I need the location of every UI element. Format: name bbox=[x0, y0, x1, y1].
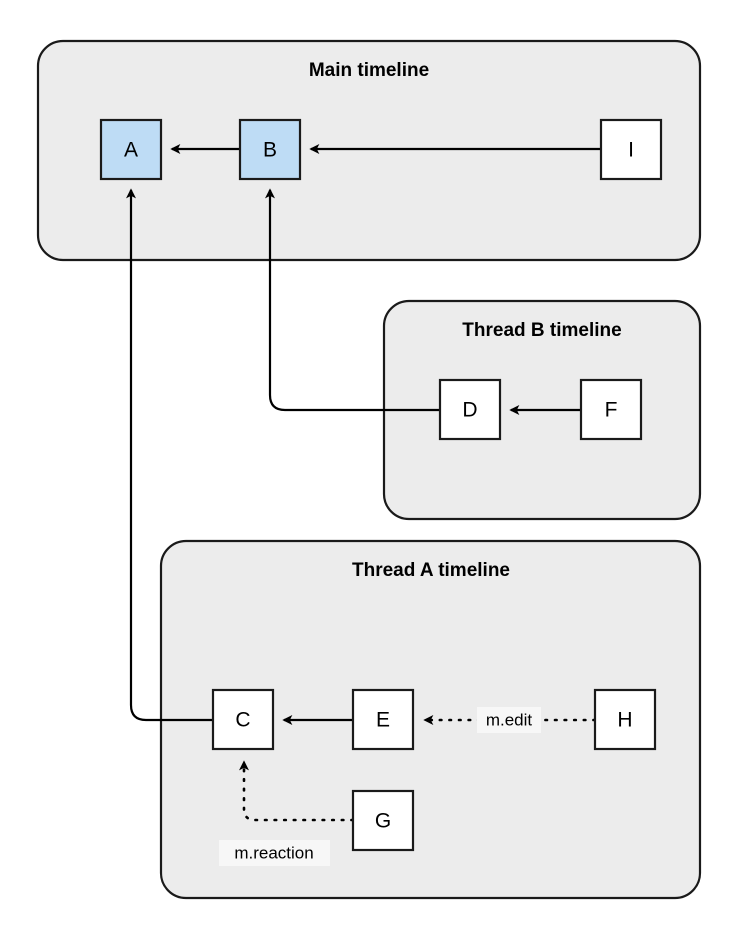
node-c-box bbox=[211, 688, 275, 751]
edge-c-to-a[interactable] bbox=[126, 188, 213, 722]
edge-label-m-edit-text: m.edit bbox=[486, 710, 533, 729]
node-c-label: C bbox=[235, 709, 250, 732]
node-f-box bbox=[579, 378, 643, 441]
node-g[interactable]: G bbox=[351, 789, 415, 852]
node-e-box bbox=[351, 688, 415, 751]
node-a-label: A bbox=[124, 139, 138, 162]
edge-g-to-c[interactable] bbox=[239, 760, 355, 822]
node-f-label: F bbox=[605, 399, 618, 422]
node-g-label: G bbox=[375, 810, 391, 833]
node-i-box bbox=[599, 118, 663, 181]
node-d[interactable]: D bbox=[438, 378, 502, 441]
node-h[interactable]: H bbox=[593, 688, 657, 751]
node-a[interactable]: A bbox=[99, 118, 163, 181]
node-d-box bbox=[438, 378, 502, 441]
node-i[interactable]: I bbox=[599, 118, 663, 181]
edge-label-m-reaction-text: m.reaction bbox=[234, 843, 313, 862]
group-main-timeline-box bbox=[36, 39, 702, 262]
node-b-box bbox=[238, 118, 302, 181]
node-e[interactable]: E bbox=[351, 688, 415, 751]
node-f[interactable]: F bbox=[579, 378, 643, 441]
group-thread-a-timeline-title: Thread A timeline bbox=[352, 560, 510, 581]
node-b[interactable]: B bbox=[238, 118, 302, 181]
node-b-label: B bbox=[263, 139, 277, 162]
node-a-box bbox=[99, 118, 163, 181]
edge-label-m-edit-bg bbox=[477, 707, 541, 733]
edge-label-m-reaction: m.reaction bbox=[219, 840, 330, 866]
edge-label-m-reaction-bg bbox=[219, 840, 330, 866]
node-g-box bbox=[351, 789, 415, 852]
node-d-label: D bbox=[462, 399, 477, 422]
node-e-label: E bbox=[376, 709, 390, 732]
group-main-timeline[interactable]: Main timeline bbox=[36, 39, 702, 262]
node-i-label: I bbox=[628, 139, 634, 162]
group-thread-b-timeline-title: Thread B timeline bbox=[462, 320, 621, 341]
edge-label-m-edit: m.edit bbox=[477, 707, 541, 733]
group-main-timeline-title: Main timeline bbox=[309, 60, 429, 81]
node-h-box bbox=[593, 688, 657, 751]
edge-d-to-b[interactable] bbox=[265, 188, 440, 412]
node-h-label: H bbox=[617, 709, 632, 732]
node-c[interactable]: C bbox=[211, 688, 275, 751]
